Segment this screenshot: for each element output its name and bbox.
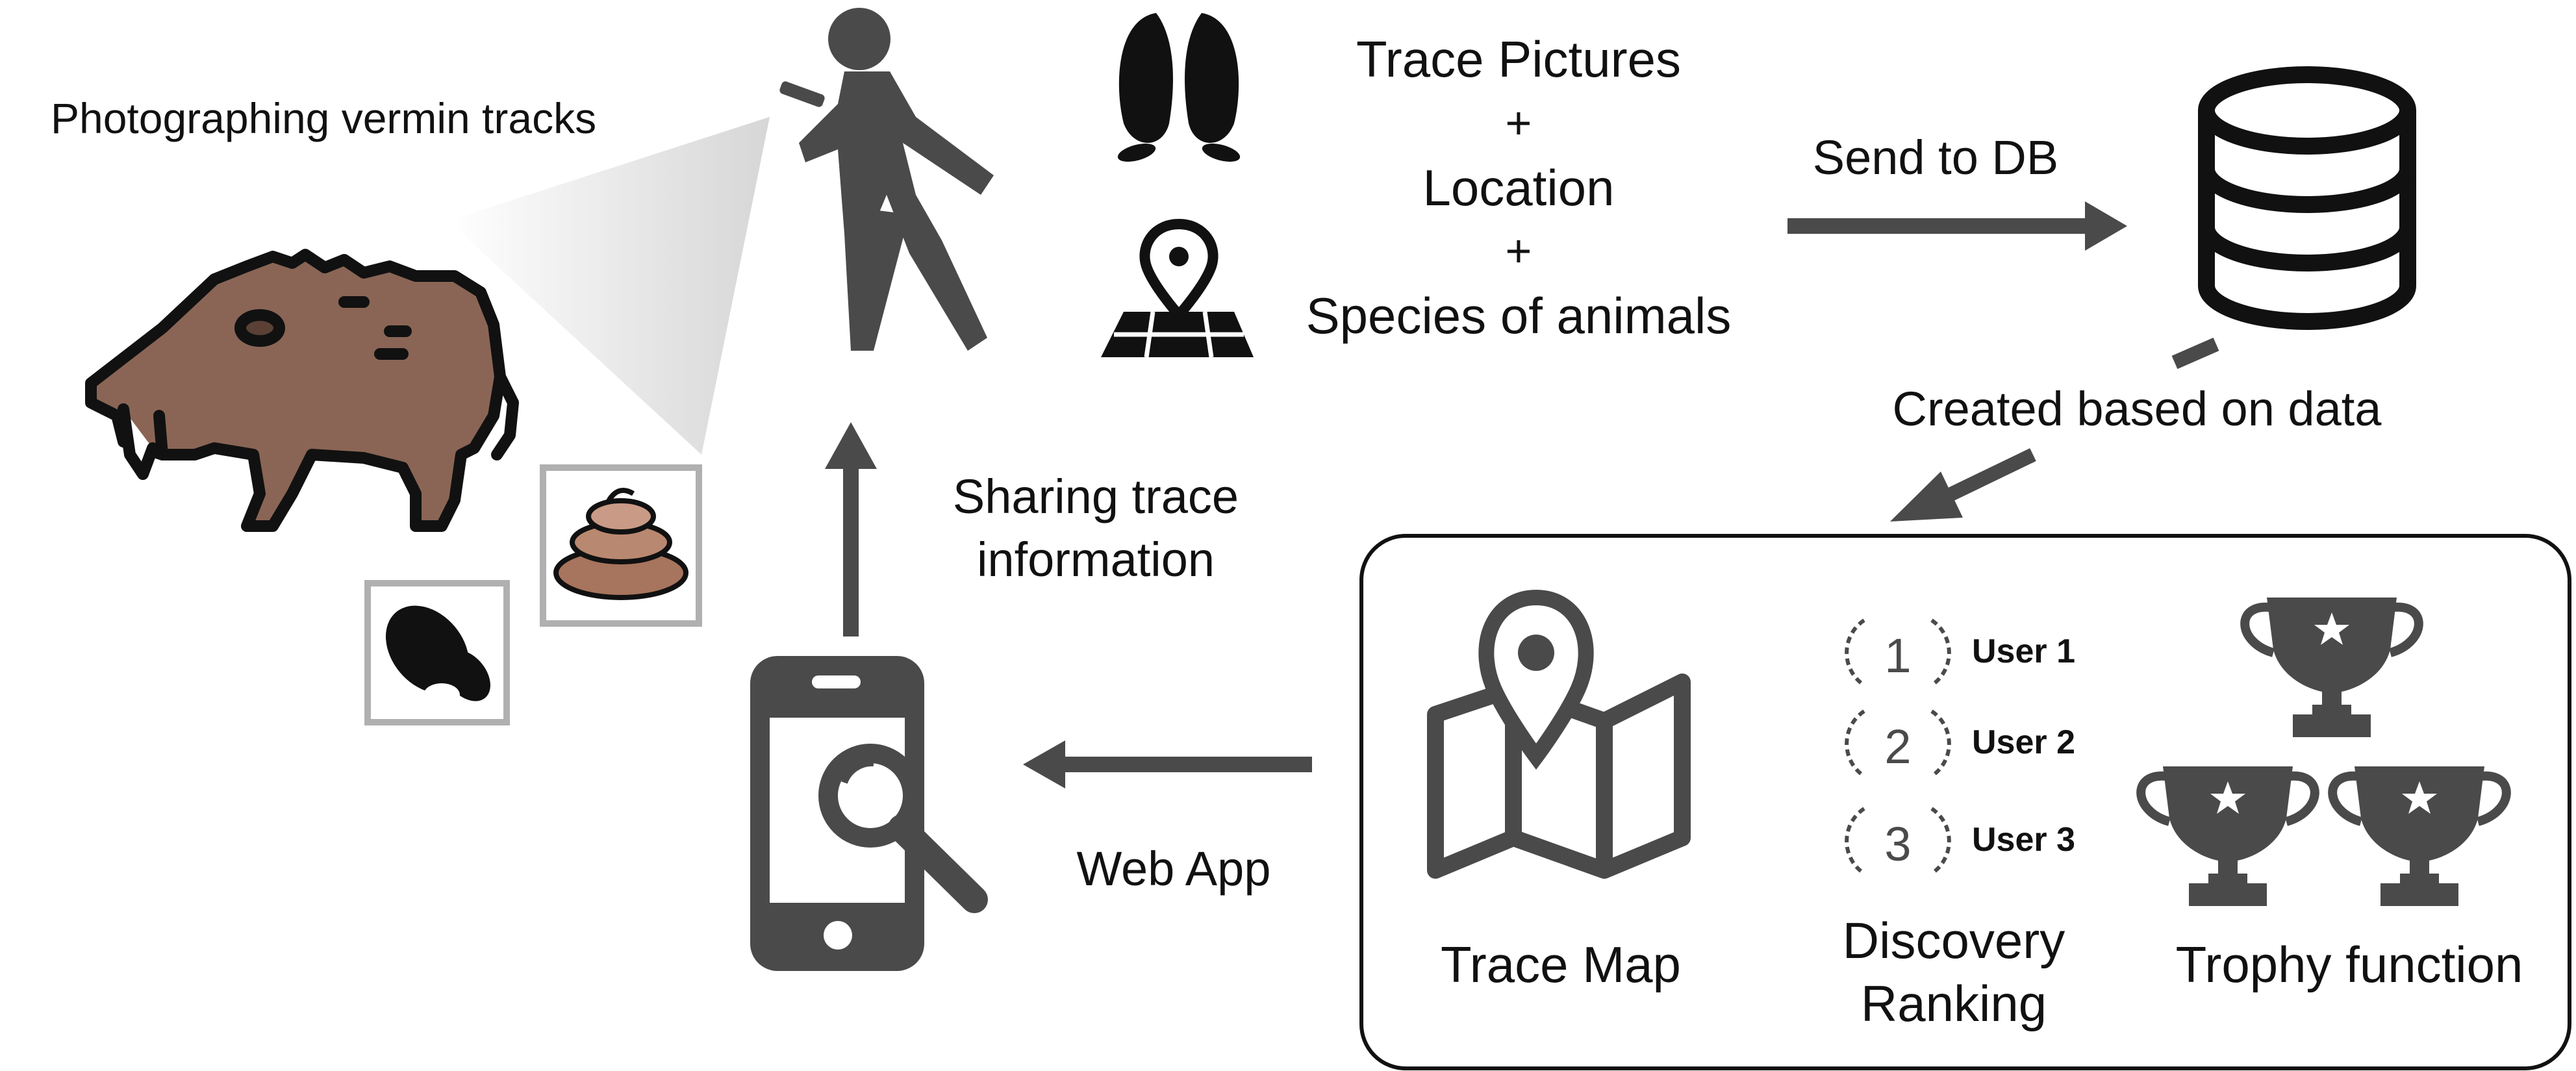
discovery-ranking-label: Discovery xyxy=(1843,912,2065,969)
smartphone-search-icon xyxy=(750,656,988,971)
map-pin-icon xyxy=(1478,589,1594,770)
map-pin-icon xyxy=(1101,218,1254,358)
created-based-on-data-label: Created based on data xyxy=(1893,382,2382,436)
footprint-icon xyxy=(385,605,490,707)
sharing-label: Sharing trace xyxy=(953,470,1239,523)
sharing-arrow xyxy=(825,422,877,636)
trace-map-label: Trace Map xyxy=(1441,936,1681,993)
ranking-user: User 3 xyxy=(1972,821,2075,859)
send-to-db-label: Send to DB xyxy=(1813,131,2058,184)
ranking-row: 2 User 2 xyxy=(1845,709,2075,778)
trophy-function-label: Trophy function xyxy=(2176,936,2523,993)
trophy-icon xyxy=(2136,766,2319,906)
rank-number: 1 xyxy=(1884,629,1911,683)
camera-view-beam xyxy=(448,117,770,455)
photographing-label: Photographing vermin tracks xyxy=(51,94,596,142)
trophy-icon xyxy=(2240,598,2423,737)
boar-icon xyxy=(85,249,519,532)
ranking-row: 1 User 1 xyxy=(1845,618,2075,687)
web-app-features-box xyxy=(1359,534,2571,1070)
ranking-user: User 1 xyxy=(1972,633,2075,670)
laurel-rank-icon xyxy=(1845,709,1951,778)
ranking-row: 3 User 3 xyxy=(1845,807,2075,876)
plus-sign: + xyxy=(1506,97,1532,148)
walking-person-icon xyxy=(779,8,994,351)
ranking-user: User 2 xyxy=(1972,724,2075,761)
web-app-label: Web App xyxy=(1077,842,1271,896)
created-arrow xyxy=(1890,337,2219,522)
rank-number: 3 xyxy=(1884,817,1911,871)
poop-icon xyxy=(553,488,688,600)
discovery-ranking-label: Ranking xyxy=(1861,975,2047,1032)
species-label: Species of animals xyxy=(1306,287,1732,344)
trace-pictures-label: Trace Pictures xyxy=(1356,31,1681,88)
send-to-db-arrow xyxy=(1787,201,2127,251)
trophy-icon xyxy=(2328,766,2511,906)
rank-number: 2 xyxy=(1884,720,1911,774)
laurel-rank-icon xyxy=(1845,618,1951,687)
location-label: Location xyxy=(1423,159,1615,216)
laurel-rank-icon xyxy=(1845,807,1951,876)
web-app-arrow xyxy=(1023,740,1312,788)
hoof-print-icon xyxy=(1117,13,1241,162)
sharing-label: information xyxy=(977,533,1215,586)
database-icon xyxy=(2198,66,2416,330)
plus-sign: + xyxy=(1506,225,1532,276)
